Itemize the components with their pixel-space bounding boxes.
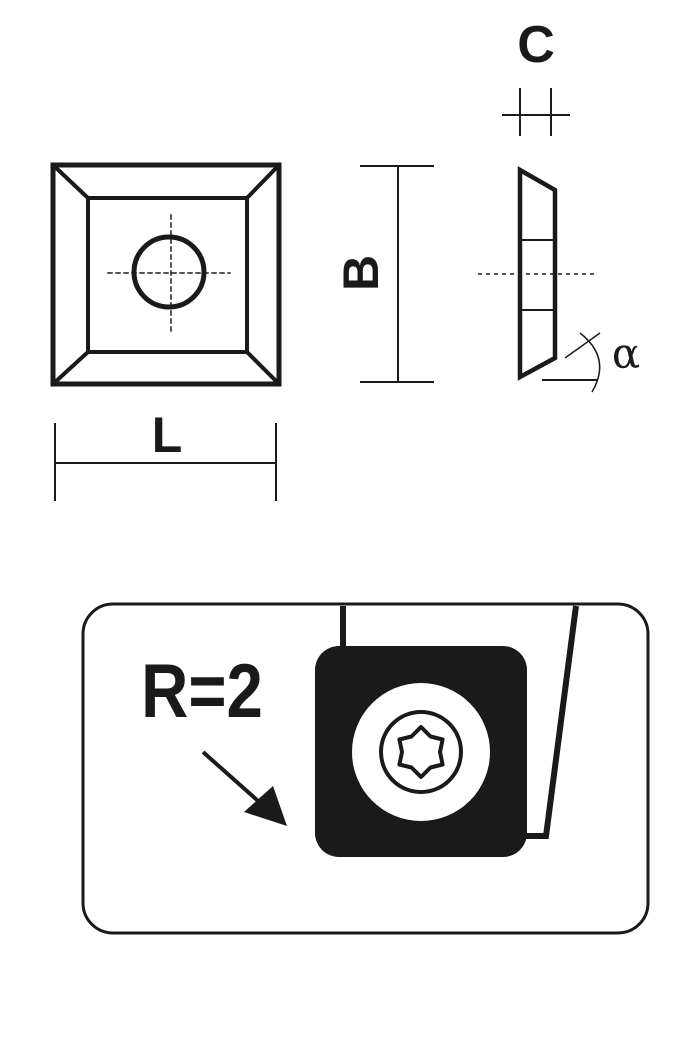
- insert-side-view: [478, 166, 601, 393]
- angle-label: α: [612, 329, 640, 378]
- dimension-thickness: [502, 88, 570, 136]
- width-label: B: [333, 255, 389, 291]
- detail-frame: [81, 602, 650, 935]
- torx-screw-icon: [352, 683, 490, 821]
- bevel-line: [244, 162, 282, 201]
- cutter-body: [340, 605, 579, 839]
- insert-inner-face: [86, 196, 249, 354]
- circle-hole-icon: [131, 234, 207, 310]
- bevel-line: [244, 349, 282, 387]
- dimension-width: [360, 165, 434, 383]
- bevel-line: [50, 349, 91, 387]
- bevel-line: [50, 162, 91, 201]
- angle-arc: [579, 332, 601, 393]
- radius-label: R=2: [141, 649, 263, 734]
- insert-top-view: [50, 162, 282, 387]
- length-label: L: [152, 407, 183, 463]
- thickness-label: C: [517, 16, 555, 74]
- angle-leg: [564, 332, 601, 359]
- insert-outer-edge: [50, 162, 282, 387]
- side-profile: [517, 166, 558, 381]
- dimension-length: [54, 423, 277, 501]
- arrow-icon: [201, 750, 287, 826]
- torx-star: [397, 725, 445, 779]
